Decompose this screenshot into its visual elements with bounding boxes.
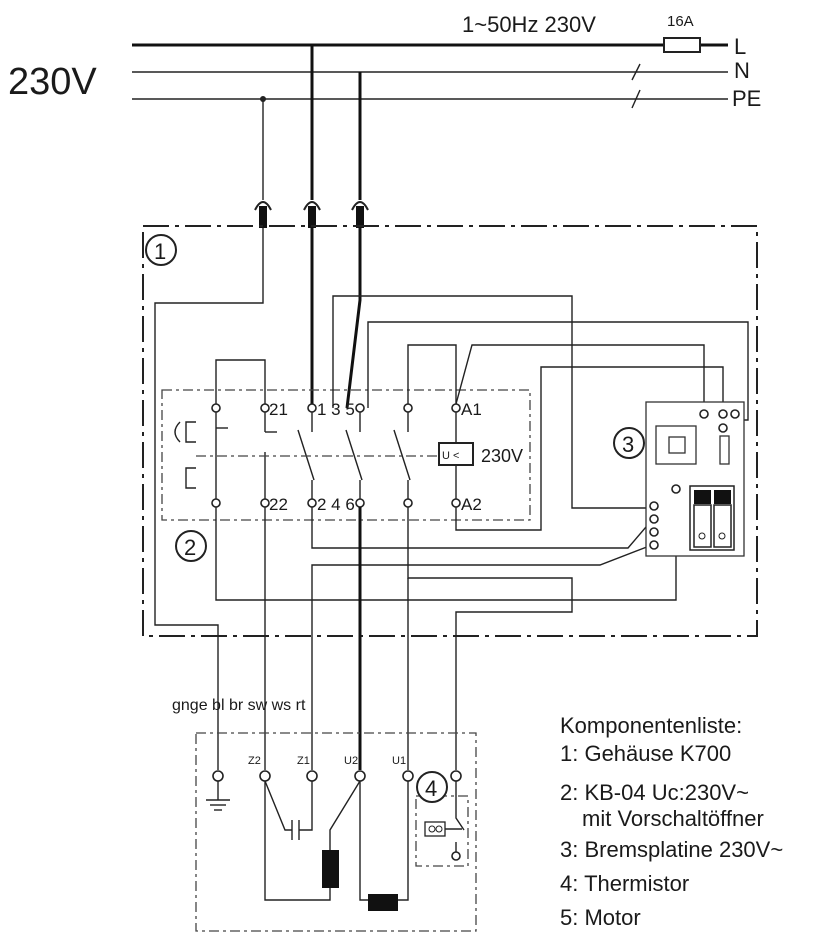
terminal-a2 [451,498,461,508]
motor-terminal-u2: U2 [344,755,358,767]
wire-brake-down [311,544,653,770]
cable-gland-n [351,201,369,211]
wire-aux-top [407,344,457,404]
component-marker-4-label: 4 [425,776,437,801]
pe-tick [631,89,641,109]
cable-gland-l [303,201,321,211]
terminal-22 [260,498,270,508]
component-legend: Komponentenliste: 1: Gehäuse K700 2: KB-… [560,713,783,930]
component-marker-1 [145,234,177,266]
brake-terminal-9 [649,540,659,550]
terminal-label-a2: A2 [461,495,482,514]
wire-a1-brake [455,344,705,410]
component-marker-1-label: 1 [154,239,166,264]
pe-internal-wire [154,228,264,770]
wire-aux-down [407,507,573,770]
legend-item-1: 1: Gehäuse K700 [560,741,731,766]
motor-winding-block-2 [368,894,398,911]
motor-terminal-thermistor [450,770,462,782]
motor-terminal-u1-point [402,770,414,782]
brake-terminal-1 [699,409,709,419]
brake-terminal-2 [718,409,728,419]
line-label-pe: PE [732,86,761,111]
motor-terminal-z1: Z1 [297,755,310,767]
component-marker-3 [613,427,645,459]
legend-item-3: 3: Bremsplatine 230V~ [560,837,783,862]
terminal-5 [355,403,365,413]
wire-to-brake-top1 [332,295,652,509]
fuse-label: 16A [667,13,694,30]
fuse-symbol [663,37,701,53]
component-marker-2 [175,530,207,562]
legend-item-4: 4: Thermistor [560,871,689,896]
motor-winding-block-1 [322,850,339,888]
terminal-1 [307,403,317,413]
terminal-a1 [451,403,461,413]
legend-title: Komponentenliste: [560,713,742,738]
terminal-label-22: 22 [269,495,288,514]
brake-output-block [689,485,735,551]
terminal-label-21: 21 [269,400,288,419]
ground-symbol [206,781,230,811]
motor-terminal-z1-point [306,770,318,782]
coil-voltage-label: 230V [481,446,523,466]
motor-terminal-u2-point [354,770,366,782]
brake-relay-symbol [655,425,697,465]
motor-terminal-z2-point [259,770,271,782]
terminal-6 [355,498,365,508]
line-label-l: L [734,34,746,59]
n-tick [631,63,641,81]
legend-item-2-detail: mit Vorschaltöffner [582,806,764,831]
motor-windings [264,780,409,901]
supply-spec-label: 1~50Hz 230V [462,12,596,37]
motor-wire-colors: gnge bl br sw ws rt [172,697,306,714]
terminal-pre-nc-top [211,403,221,413]
terminal-label-246: 2 4 6 [317,495,355,514]
terminal-pre-nc-bottom [211,498,221,508]
brake-fuse-symbol [719,435,730,465]
wire-246-brake [311,507,653,549]
component-marker-4 [416,771,448,803]
motor-terminal-z2: Z2 [248,755,261,767]
terminal-2 [307,498,317,508]
undervoltage-coil [438,442,474,466]
motor-outline [195,732,477,932]
legend-item-2: 2: KB-04 Uc:230V~ [560,780,749,805]
legend-item-5: 5: Motor [560,905,641,930]
terminal-label-135: 1 3 5 [317,400,355,419]
motor-terminal-pe [212,770,224,782]
motor-terminal-u1: U1 [392,755,406,767]
enclosure-outline [142,225,758,637]
wire-a2-brake [455,366,724,531]
brake-terminal-4 [718,423,728,433]
brake-terminal-5 [671,484,681,494]
terminal-label-a1: A1 [461,400,482,419]
wire-pre-top [215,359,266,404]
line-label-n: N [734,58,750,83]
switch-outline [161,389,531,521]
component-marker-2-label: 2 [184,535,196,560]
manual-operator-symbol [174,421,181,443]
thermistor-symbol [424,781,465,861]
switch-contacts [215,412,457,499]
terminal-aux-bottom [403,498,413,508]
supply-voltage-label: 230V [8,61,97,103]
component-marker-3-label: 3 [622,432,634,457]
coil-symbol: U < [442,450,459,462]
cable-gland-pe [254,201,272,211]
brake-terminal-3 [730,409,740,419]
terminal-aux-top [403,403,413,413]
brake-terminal-6 [649,501,659,511]
brake-terminal-7 [649,514,659,524]
terminal-21 [260,403,270,413]
brake-terminal-8 [649,527,659,537]
n-internal-wire [345,228,362,409]
